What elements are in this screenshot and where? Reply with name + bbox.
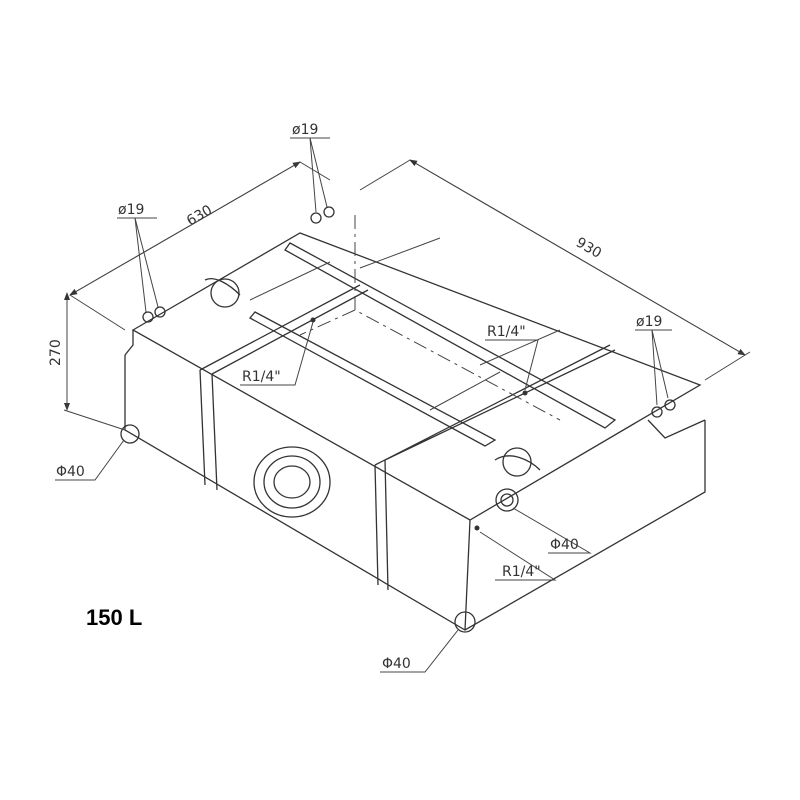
thread-label: R1/4" — [487, 324, 526, 340]
vent-label: ø19 — [636, 314, 662, 330]
width-dimension-label: 630 — [184, 202, 215, 229]
outlet-label: Φ40 — [382, 656, 411, 672]
tank-body — [124, 215, 706, 631]
outlet-label: Φ40 — [56, 464, 85, 480]
thread-label: R1/4" — [242, 369, 281, 385]
height-dimension-label: 270 — [48, 339, 64, 366]
thread-label: R1/4" — [502, 564, 541, 580]
vent-label: ø19 — [118, 202, 144, 218]
vent-label: ø19 — [292, 122, 318, 138]
dimension-lines — [55, 137, 751, 673]
outlet-label: Φ40 — [550, 537, 579, 553]
capacity-label: 150 L — [86, 605, 143, 630]
fittings — [120, 206, 676, 633]
